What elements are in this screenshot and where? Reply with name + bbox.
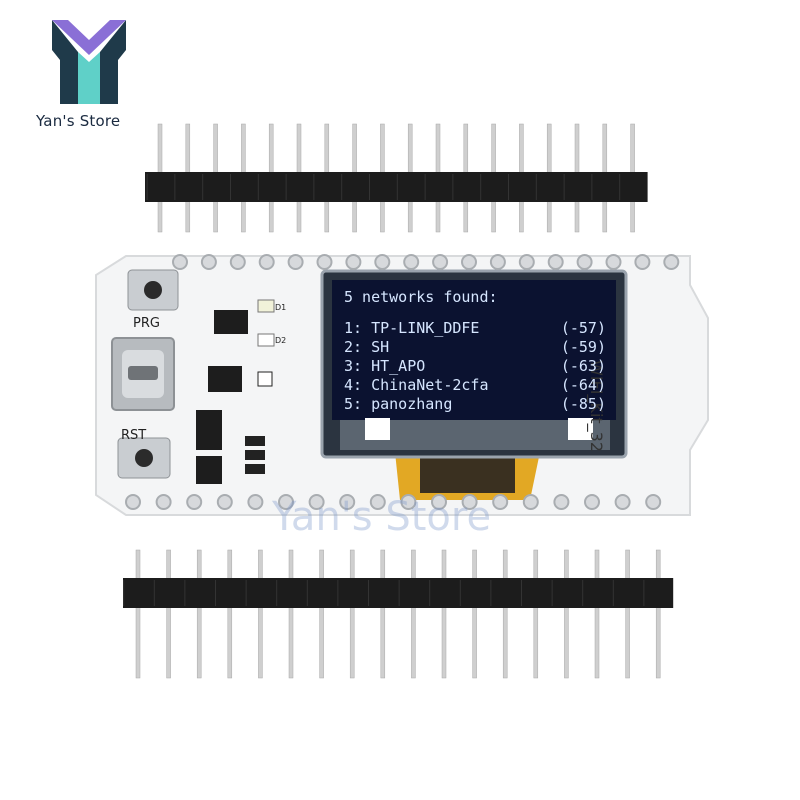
pin-hole	[316, 254, 333, 270]
network-rssi: (-57)	[560, 319, 606, 337]
pin-hole	[547, 254, 564, 270]
pin-hole	[400, 494, 417, 510]
header-pin	[380, 549, 386, 679]
pin-holes-bottom	[125, 494, 662, 510]
header-pin	[411, 549, 416, 679]
store-brand-name: Yan's Store	[36, 112, 121, 130]
pin-hole	[345, 254, 362, 270]
pin-hole	[576, 254, 593, 270]
header-pin	[594, 549, 600, 679]
header-pin	[258, 549, 263, 679]
pin-hole	[605, 254, 622, 270]
pin-header-top	[145, 123, 648, 233]
pin-hole	[522, 494, 539, 510]
header-pin	[655, 549, 661, 679]
header-pin	[441, 549, 447, 679]
pin-hole	[584, 494, 600, 510]
pin-hole	[461, 494, 478, 510]
network-rssi: (-63)	[560, 357, 606, 375]
prg-button[interactable]	[127, 269, 179, 311]
pin-hole	[489, 254, 506, 270]
pin-header-bottom	[123, 549, 674, 679]
pin-hole	[403, 254, 420, 270]
pin-hole	[614, 494, 631, 510]
micro-usb-port	[111, 337, 175, 411]
header-plastic	[123, 578, 674, 608]
header-pin	[564, 549, 569, 679]
pin-hole	[634, 254, 651, 270]
header-pin	[472, 549, 477, 679]
oled-network-row: 3: HT_APO (-63)	[344, 357, 606, 376]
header-pin	[625, 549, 630, 679]
network-label: 4: ChinaNet-2cfa	[344, 376, 489, 394]
network-rssi: (-64)	[560, 376, 606, 394]
header-pin	[533, 549, 539, 679]
pin-hole	[461, 254, 477, 270]
oled-network-row: 2: SH (-59)	[344, 338, 606, 357]
oled-flex-cable-inner	[420, 455, 515, 493]
pin-hole	[287, 254, 304, 270]
pin-hole	[431, 494, 447, 510]
rst-label: RST	[121, 428, 147, 443]
header-pin	[166, 549, 171, 679]
logo-mark-icon	[52, 20, 126, 104]
pin-hole	[308, 494, 325, 510]
oled-display-text: 5 networks found: 1: TP-LINK_DDFE(-57)2:…	[344, 288, 606, 414]
network-label: 1: TP-LINK_DDFE	[344, 319, 480, 337]
pin-hole	[663, 254, 680, 270]
pin-hole	[553, 494, 570, 510]
header-plastic	[145, 172, 648, 202]
header-pin	[319, 549, 324, 679]
d2-label: D2	[275, 336, 287, 345]
header-pin	[135, 549, 141, 679]
d1-label: D1	[275, 303, 287, 312]
oled-network-row: 5: panozhang (-85)	[344, 395, 606, 414]
resistor-array	[245, 299, 275, 474]
header-pin	[288, 549, 294, 679]
pin-hole	[518, 254, 535, 270]
header-pin	[196, 549, 202, 679]
header-pin	[349, 549, 355, 679]
network-rssi: (-59)	[560, 338, 606, 356]
oled-network-row: 4: ChinaNet-2cfa (-64)	[344, 376, 606, 395]
network-label: 2: SH	[344, 338, 390, 356]
pin-hole	[278, 494, 294, 510]
header-pin	[502, 549, 508, 679]
pin-hole	[258, 254, 275, 270]
pin-hole	[374, 254, 391, 270]
pin-hole	[186, 494, 203, 510]
oled-screen	[332, 280, 616, 420]
pin-hole	[216, 494, 233, 510]
pin-hole	[155, 494, 172, 510]
pin-hole	[645, 494, 662, 510]
network-rssi: (-85)	[560, 395, 606, 413]
pin-hole	[432, 254, 449, 270]
store-watermark: Yan's Store	[272, 494, 492, 540]
pin-hole	[492, 494, 509, 510]
rst-button[interactable]	[117, 437, 171, 479]
pin-hole	[339, 494, 356, 510]
pin-holes-top	[172, 254, 680, 270]
pin-hole	[200, 254, 217, 270]
pin-hole	[125, 494, 141, 510]
ic-chips	[196, 310, 273, 484]
header-pin	[227, 549, 233, 679]
oled-network-row: 1: TP-LINK_DDFE (-57)	[344, 319, 606, 338]
network-label: 3: HT_APO	[344, 357, 426, 375]
pin-hole	[369, 494, 386, 510]
pin-hole	[247, 494, 264, 510]
prg-label: PRG	[133, 316, 160, 331]
oled-header: 5 networks found:	[344, 288, 498, 306]
pin-hole	[229, 254, 246, 270]
pin-hole	[172, 254, 188, 270]
network-label: 5: panozhang	[344, 395, 453, 413]
